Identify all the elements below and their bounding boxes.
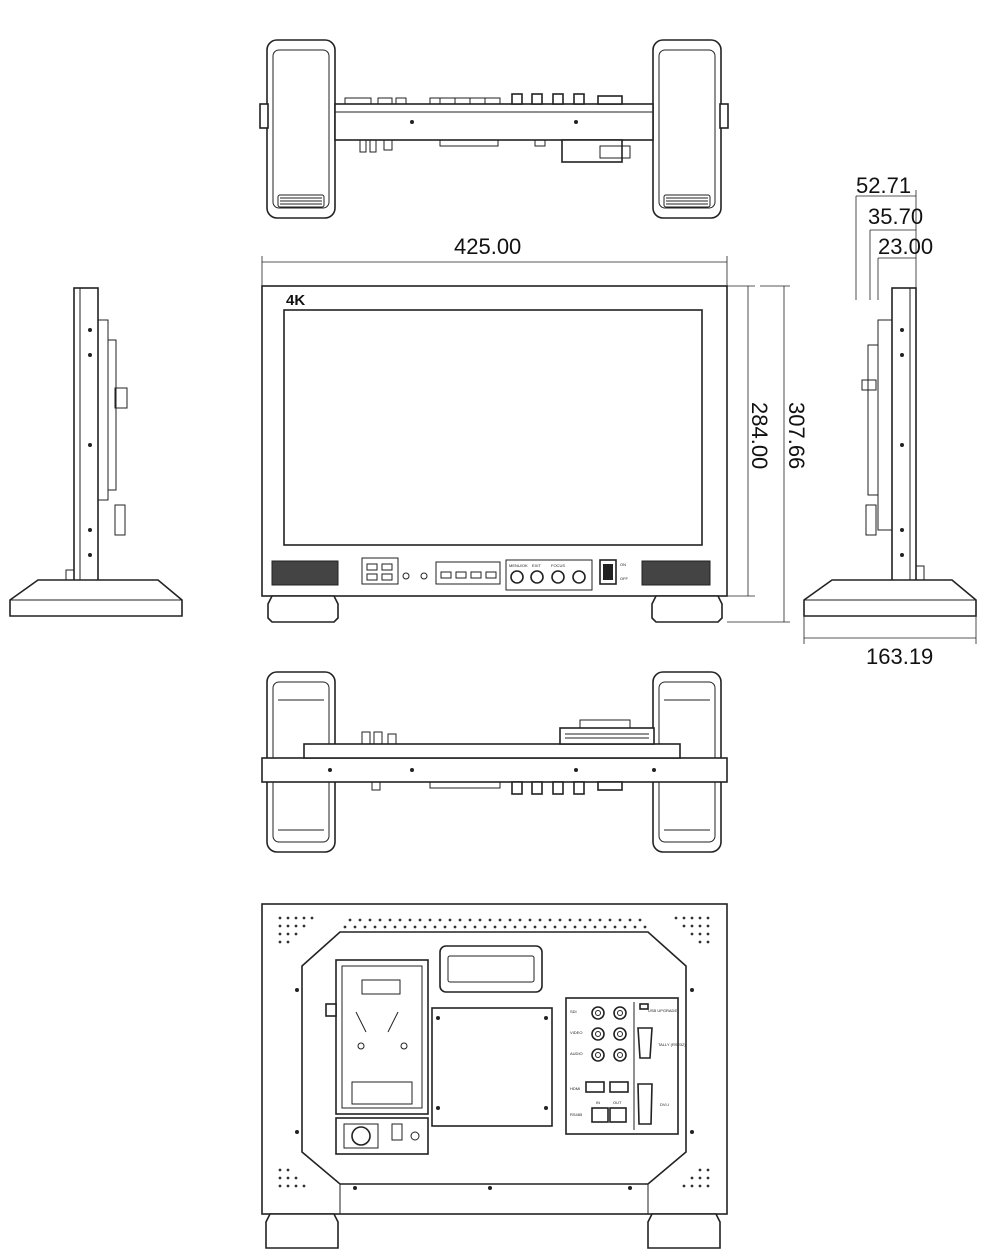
port-label-in: IN <box>596 1100 600 1105</box>
rj45-out-port <box>609 1107 627 1123</box>
dim-total-height: 307.66 <box>784 402 809 469</box>
v-mount-plate <box>335 959 429 1115</box>
screen <box>283 309 703 546</box>
depth-dimensions: 52.71 35.70 23.00 163.19 <box>803 173 977 669</box>
power-on-label: ON <box>620 562 626 567</box>
monitor-bezel <box>261 285 728 597</box>
left-side-view <box>9 287 183 617</box>
function-button-group <box>435 561 501 585</box>
menu-ok-label: MENU/OK <box>509 563 528 568</box>
port-label-rs485: RS485 <box>570 1112 583 1117</box>
exit-label: EXIT <box>532 563 541 568</box>
right-foot <box>651 595 723 623</box>
port-label-video: VIDEO <box>570 1030 582 1035</box>
rear-left-foot <box>265 1213 339 1249</box>
port-label-tally: TALLY (RS232) <box>658 1042 686 1047</box>
dim-width: 425.00 <box>454 234 521 259</box>
rear-handle <box>439 945 543 993</box>
right-speaker-grill <box>641 560 711 586</box>
dim-depth-total: 52.71 <box>856 173 911 198</box>
front-view: 4K MENU/OK EXIT FOCUS ON OFF <box>261 285 728 623</box>
dc-jack <box>410 1131 420 1141</box>
bnc-sdi-in <box>591 1006 605 1020</box>
port-label-usb: USB UPGRADE <box>648 1008 677 1013</box>
knob-4 <box>572 570 586 584</box>
hdmi-out-port <box>609 1081 629 1093</box>
rca-audio-out <box>613 1048 627 1062</box>
logo-4k: 4K <box>286 292 305 309</box>
left-speaker-grill <box>271 560 339 586</box>
port-label-audio: AUDIO <box>570 1051 583 1056</box>
rear-right-foot <box>647 1213 721 1249</box>
port-label-dvi: DVI-I <box>660 1102 669 1107</box>
usb-port <box>639 1003 649 1010</box>
port-label-hdmi: HDMI <box>570 1086 580 1091</box>
hdmi-in-port <box>585 1081 605 1093</box>
bottom-view <box>261 671 728 853</box>
headphone-jack-icon <box>402 572 410 580</box>
rca-audio-in <box>591 1048 605 1062</box>
knob-3 <box>551 570 565 584</box>
dim-stand-depth: 163.19 <box>866 644 933 669</box>
power-off-label: OFF <box>620 576 629 581</box>
mute-button <box>420 572 428 580</box>
power-switch <box>599 559 617 585</box>
knob-1 <box>510 570 524 584</box>
vesa-plate <box>431 1007 553 1127</box>
rear-view: SDI VIDEO AUDIO HDMI RS485 USB UPGRADE T… <box>261 903 728 1249</box>
height-dimensions: 284.00 307.66 <box>700 285 809 623</box>
bnc-sdi-out <box>613 1006 627 1020</box>
xlr-connector <box>351 1126 371 1146</box>
io-panel <box>565 997 679 1135</box>
focus-label: FOCUS <box>551 563 565 568</box>
bnc-video-out <box>613 1027 627 1041</box>
top-view <box>259 39 729 219</box>
dim-depth-min: 23.00 <box>878 234 933 259</box>
rj45-in-port <box>591 1107 609 1123</box>
left-foot <box>267 595 339 623</box>
power-input-panel <box>335 1117 429 1155</box>
knob-2 <box>530 570 544 584</box>
bnc-video-in <box>591 1027 605 1041</box>
tally-db9-port <box>637 1027 653 1059</box>
width-dimension: 425.00 <box>261 234 728 286</box>
input-button-group <box>361 557 399 585</box>
port-label-sdi: SDI <box>570 1009 577 1014</box>
dvi-port <box>637 1083 653 1125</box>
dim-screen-height: 284.00 <box>747 402 772 469</box>
port-label-out: OUT <box>613 1100 622 1105</box>
knob-group <box>505 559 593 591</box>
dim-depth-mid: 35.70 <box>868 204 923 229</box>
right-side-view <box>803 287 977 617</box>
